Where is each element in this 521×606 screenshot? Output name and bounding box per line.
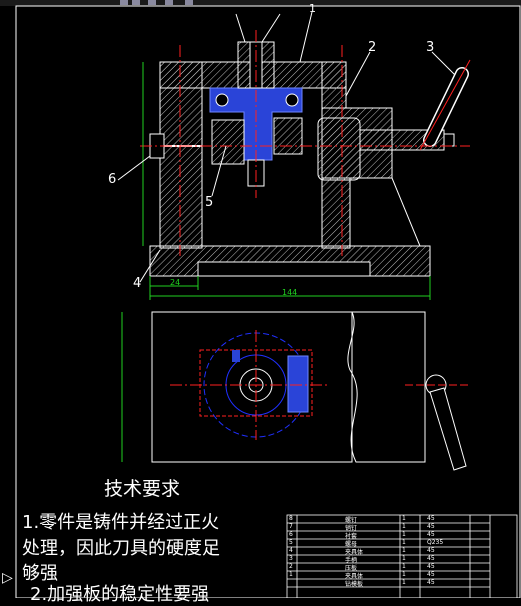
top-view-outline xyxy=(152,311,426,463)
toolbar-icon[interactable] xyxy=(165,0,173,5)
cell-material: Q235 xyxy=(427,539,444,546)
table-row: 8 螺钉 1 45 xyxy=(287,515,517,524)
toolbar-icon[interactable] xyxy=(185,0,193,5)
requirement-line: 2.加强板的稳定性要强 xyxy=(30,584,210,605)
toolbar-strip xyxy=(0,0,521,6)
cell-qty: 1 xyxy=(402,579,406,586)
cell-material: 45 xyxy=(427,571,435,578)
cell-material: 45 xyxy=(427,531,435,538)
cell-material: 45 xyxy=(427,547,435,554)
cell-name: 销钉 xyxy=(345,525,358,532)
cell-index: 2 xyxy=(289,563,293,570)
cursor-arrow-icon: ▷ xyxy=(2,570,13,586)
table-row: 钻模板 1 45 xyxy=(287,579,517,588)
cell-qty: 1 xyxy=(402,523,406,530)
cell-index: 4 xyxy=(289,547,293,554)
parts-table: 8 螺钉 1 45 7 销钉 1 45 6 衬套 1 45 5 螺母 1 Q23… xyxy=(287,515,517,598)
cell-name: 夹具体 xyxy=(345,549,364,556)
screw-head xyxy=(317,117,361,181)
label-1: 1 xyxy=(309,2,316,15)
table-row: 7 销钉 1 45 xyxy=(287,523,517,532)
label-2: 2 xyxy=(368,40,377,55)
cell-qty: 1 xyxy=(402,547,406,554)
parts-table-grid xyxy=(286,514,518,598)
label-5: 5 xyxy=(205,195,214,210)
top-view xyxy=(121,311,470,471)
requirement-line: 够强 xyxy=(22,563,58,584)
requirement-line: 处理，因此刀具的硬度足 xyxy=(22,538,220,559)
table-row: 6 衬套 1 45 xyxy=(287,531,517,540)
label-4: 4 xyxy=(133,276,142,291)
workpiece-right xyxy=(273,117,303,155)
left-column xyxy=(159,61,203,249)
front-view xyxy=(117,11,471,300)
cell-qty: 1 xyxy=(402,531,406,538)
cell-index: 8 xyxy=(289,515,293,522)
toolbar-icon[interactable] xyxy=(120,0,128,5)
cell-material: 45 xyxy=(427,555,435,562)
cell-name: 螺钉 xyxy=(345,517,358,524)
fixture-part xyxy=(209,87,303,161)
cell-index: 5 xyxy=(289,539,293,546)
label-3: 3 xyxy=(426,40,435,55)
toolbar-icon[interactable] xyxy=(148,0,156,5)
table-row: 2 压板 1 45 xyxy=(287,563,517,572)
table-row: 1 夹具体 1 45 xyxy=(287,571,517,580)
cell-index: 1 xyxy=(289,571,293,578)
cell-qty: 1 xyxy=(402,571,406,578)
cell-material: 45 xyxy=(427,579,435,586)
cell-material: 45 xyxy=(427,523,435,530)
dimension-label-144: 144 xyxy=(282,288,298,297)
requirement-line: 1.零件是铸件并经过正火 xyxy=(22,512,220,533)
table-row: 4 夹具体 1 45 xyxy=(287,547,517,556)
cell-name: 手柄 xyxy=(345,557,358,564)
cell-qty: 1 xyxy=(402,539,406,546)
table-row: 5 螺母 1 Q235 xyxy=(287,539,517,548)
cell-material: 45 xyxy=(427,563,435,570)
cell-qty: 1 xyxy=(402,563,406,570)
cell-index: 7 xyxy=(289,523,293,530)
dimension-label-24: 24 xyxy=(170,278,181,287)
cell-index: 3 xyxy=(289,555,293,562)
table-row: 3 手柄 1 45 xyxy=(287,555,517,564)
cell-material: 45 xyxy=(427,515,435,522)
drawing-frame xyxy=(15,5,521,598)
toolbar-icon[interactable] xyxy=(132,0,140,5)
cell-name: 螺母 xyxy=(345,541,358,548)
handle-top xyxy=(429,387,467,471)
cell-qty: 1 xyxy=(402,515,406,522)
workpiece-left xyxy=(211,119,245,165)
requirements-title: 技术要求 xyxy=(104,478,181,500)
cell-qty: 1 xyxy=(402,555,406,562)
cell-index: 6 xyxy=(289,531,293,538)
cell-name: 钻模板 xyxy=(345,581,364,588)
cell-name: 衬套 xyxy=(345,533,358,540)
cell-name: 夹具体 xyxy=(345,573,364,580)
label-6: 6 xyxy=(108,172,117,187)
cell-name: 压板 xyxy=(345,565,358,572)
